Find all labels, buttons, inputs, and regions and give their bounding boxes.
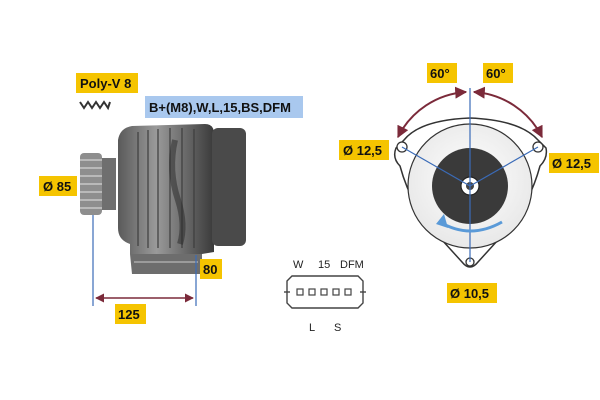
hole-right-label: Ø 12,5 [549,153,599,173]
belt-type-text: Poly-V 8 [80,76,131,91]
connector-pin [332,288,340,296]
hole-left-label: Ø 12,5 [339,140,389,160]
angle-arc-left [397,86,468,139]
poly-v-belt-profile-icon [79,100,111,111]
side-view [80,124,246,306]
terminals-label: B+(M8),W,L,15,BS,DFM [145,96,303,118]
pin-l-label: L [309,322,315,334]
alternator-body [118,124,246,274]
belt-type-label: Poly-V 8 [76,73,138,93]
hole-bottom-label: Ø 10,5 [447,283,497,303]
connector-pin [308,288,316,296]
pin-w-label: W [293,259,304,271]
front-view [393,86,548,268]
angle-right-label: 60° [483,63,513,83]
pulley-diameter-text: Ø 85 [43,179,71,194]
mount-offset-text: 80 [203,262,217,277]
length-text: 125 [118,307,140,322]
connector-diagram: W 15 DFM L S [284,259,366,334]
axis-right-hole [469,146,539,187]
terminals-text: B+(M8),W,L,15,BS,DFM [149,100,291,115]
angle-left-text: 60° [430,66,450,81]
pulley [80,153,116,215]
hole-bottom-text: Ø 10,5 [450,286,489,301]
connector-pins [296,288,352,296]
mount-offset-label: 80 [200,259,222,279]
hole-right-text: Ø 12,5 [552,156,591,171]
axis-left-hole [401,146,471,187]
angle-arc-right [472,86,543,139]
pulley-diameter-label: Ø 85 [39,176,77,196]
connector-pin [320,288,328,296]
connector-housing [286,275,364,309]
connector-pin [296,288,304,296]
angle-right-text: 60° [486,66,506,81]
angle-left-label: 60° [427,63,457,83]
hole-left-text: Ø 12,5 [343,143,382,158]
pin-dfm-label: DFM [340,259,364,271]
connector-pin [344,288,352,296]
pin-s-label: S [334,322,341,334]
length-label: 125 [115,304,146,324]
pin-15-label: 15 [318,259,330,271]
rotation-arrow-icon [436,214,503,233]
